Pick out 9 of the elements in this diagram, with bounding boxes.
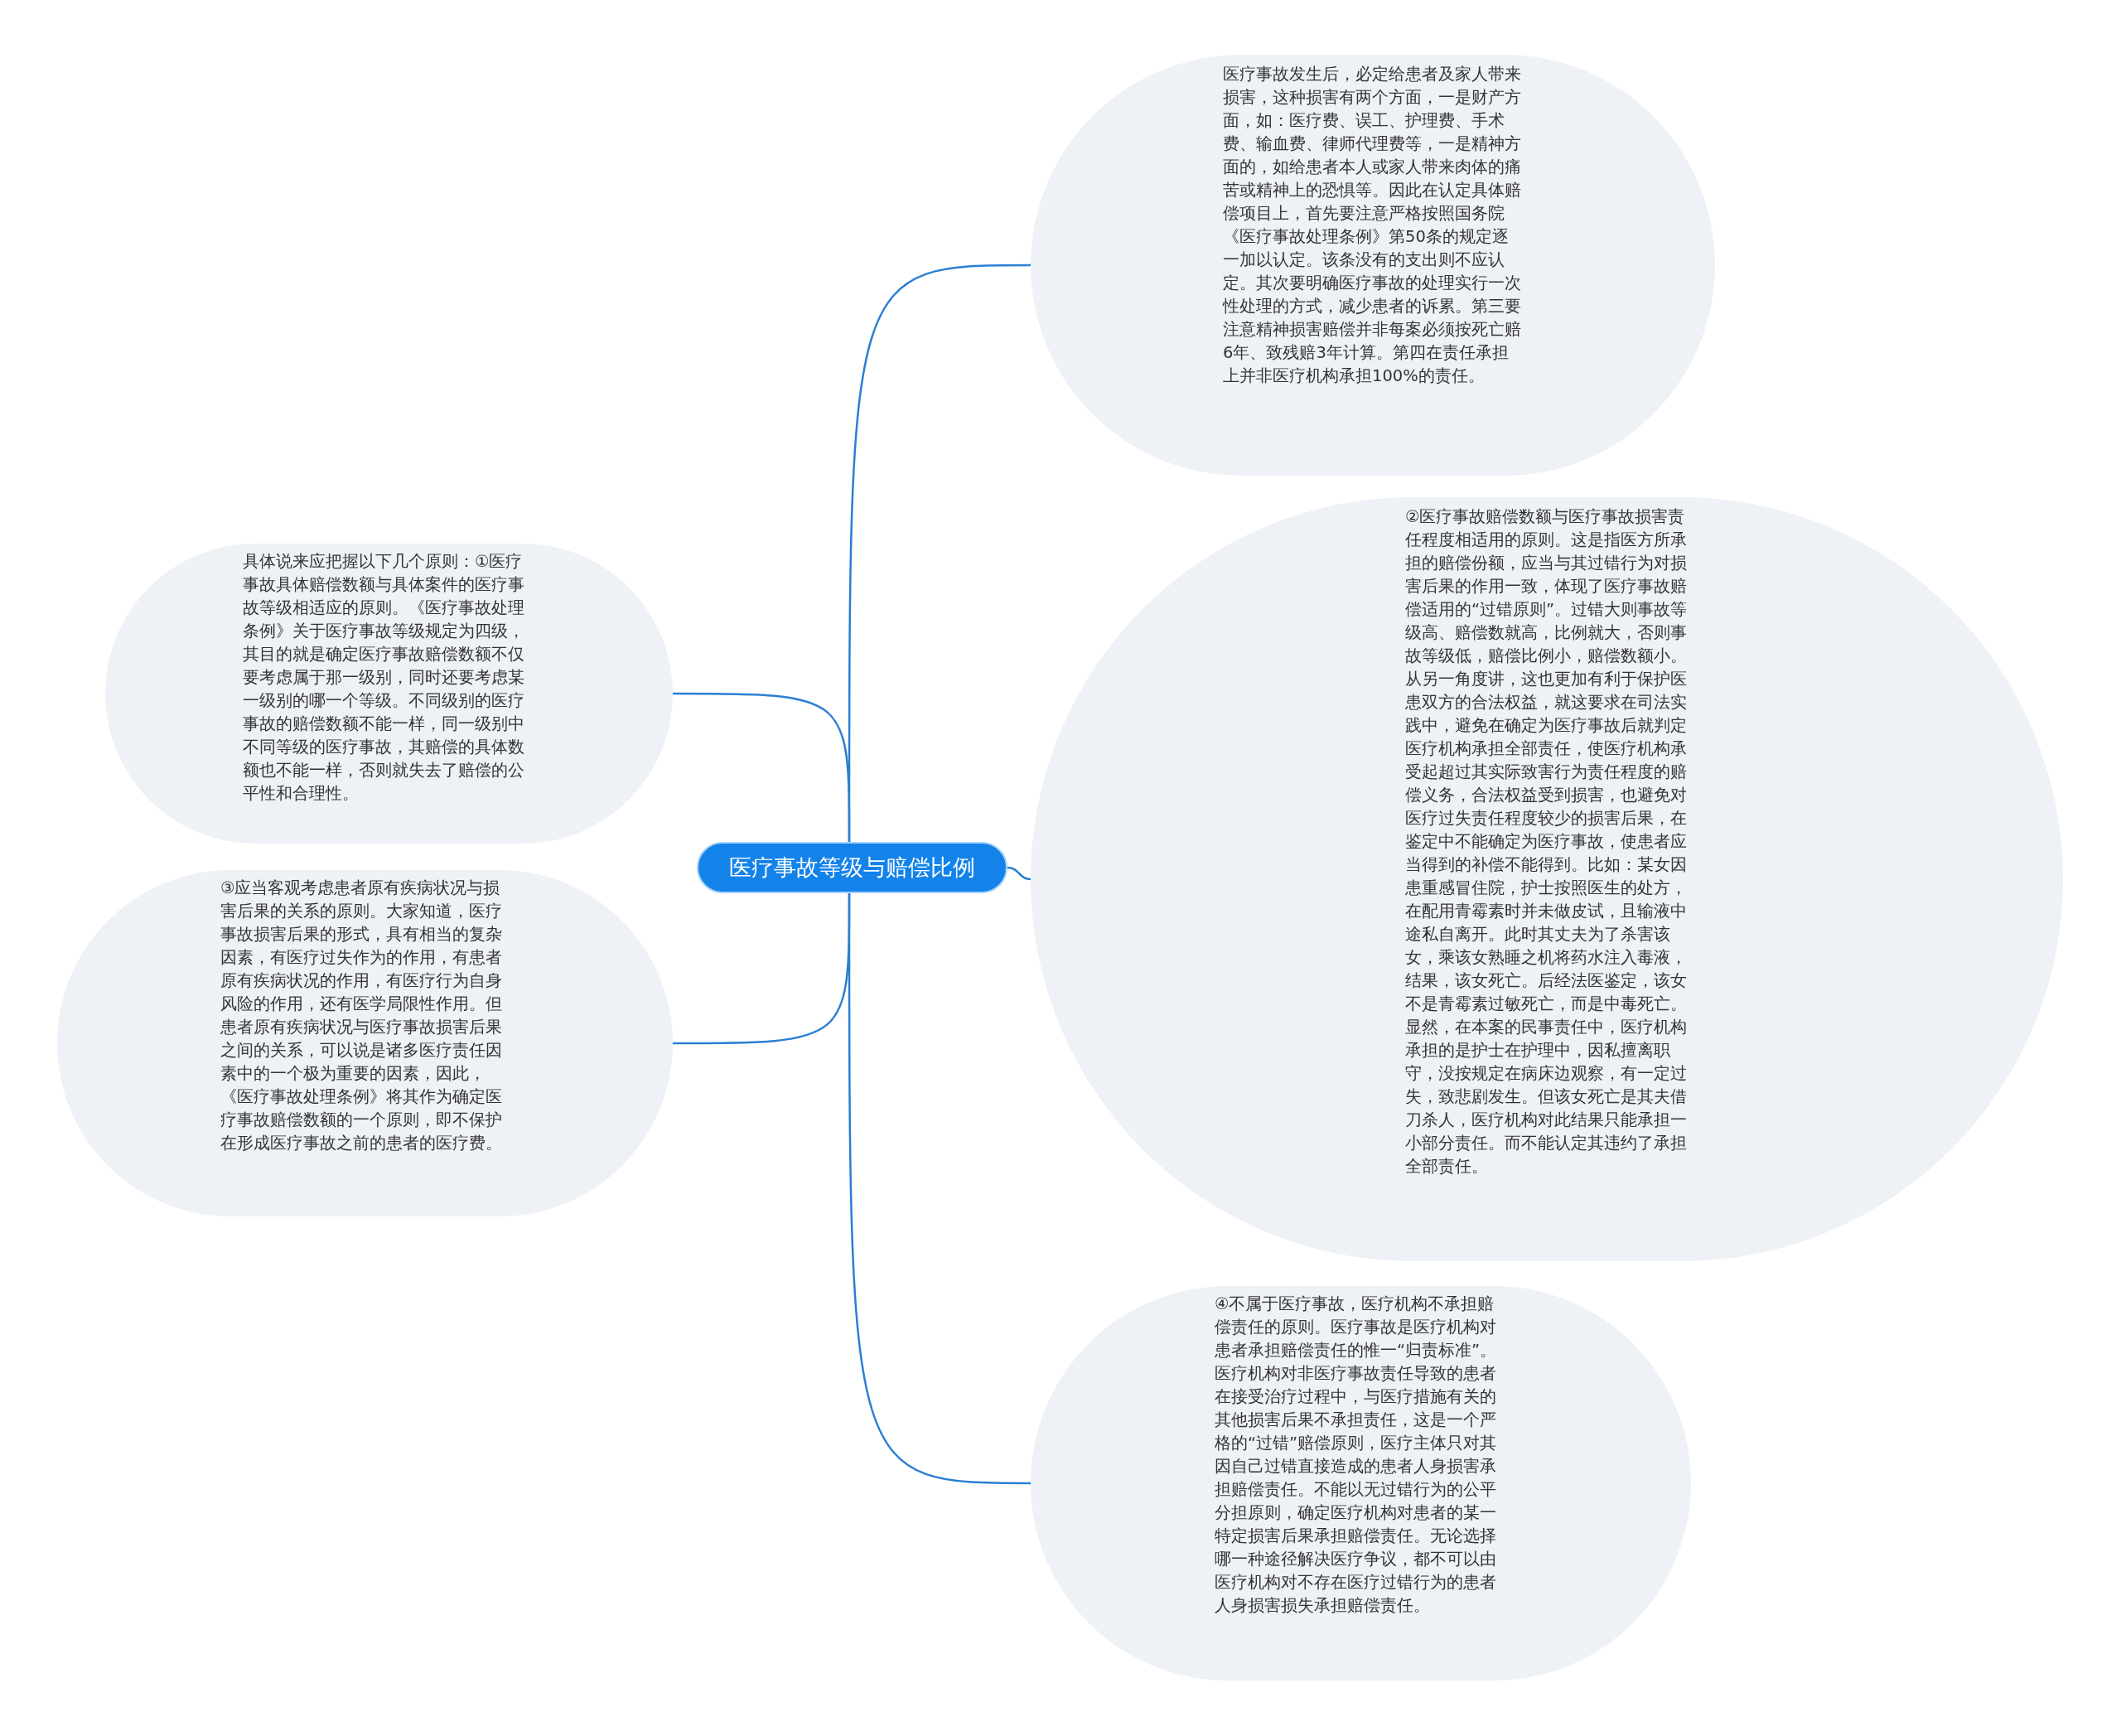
connector-curve — [673, 893, 851, 1045]
note-text: 具体说来应把握以下几个原则：①医疗事故具体赔偿数额与具体案件的医疗事故等级相适应的原则。《医疗事故处理条例》关于医疗事故等级规定为四级，其目的就是确定医疗事故赔偿数额不仅要考虑属于那一级别，同时还要考虑某一级别的哪一个等级。不同级别的医疗事故的赔偿数额不能一样，同一级别中不同等级的医疗事故，其赔偿的具体数额也不能一样，否则就失去了赔偿的公平性和合理性。 — [243, 551, 525, 805]
note-text: 医疗事故发生后，必定给患者及家人带来损害，这种损害有两个方面，一是财产方面，如：医疗费、误工、护理费、手术费、输血费、律师代理费等，一是精神方面的，如给患者本人或家人带来肉体的痛苦或精神上的恐惧等。因此在认定具体赔偿项目上，首先要注意严格按照国务院《医疗事故处理条例》第50条的规定逐一加以认定。该条没有的支出则不应认定。其次要明确医疗事故的处理实行一次性处理的方式，减少患者的诉累。第三要注意精神损害赔偿并非每案必须按死亡赔6年、致残赔3年计算。第四在责任承担上并非医疗机构承担100%的责任。 — [1223, 64, 1521, 387]
connector-curve — [1007, 866, 1032, 881]
note-text: ②医疗事故赔偿数额与医疗事故损害责任程度相适用的原则。这是指医方所承担的赔偿份额，应当与其过错行为对损害后果的作用一致，体现了医疗事故赔偿适用的“过错原则”。过错大则事故等级高、赔偿数就高，比例就大，否则事故等级低，赔偿比例小，赔偿数额小。从另一角度讲，这也更加有利于保护医患双方的合法权益，就这要求在司法实践中，避免在确定为医疗事故后就判定医疗机构承担全部责任，使医疗机构承受起超过其实际致害行为责任程度的赔偿义务，合法权益受到损害，也避免对医疗过失责任程度较少的损害后果，在鉴定中不能确定为医疗事故，使患者应当得到的补偿不能得到。比如：某女因患重感冒住院，护士按照医生的处方，在配用青霉素时并未做皮试，且输液中途私自离开。此时其丈夫为了杀害该女，乘该女熟睡之机将药水注入毒液，结果，该女死亡。后经法医鉴定，该女不是青霉素过敏死亡，而是中毒死亡。显然，在本案的民事责任中，医疗机构承担的是护士在护理中，因私擅离职守，没按规定在病床边观察，有一定过失，致悲剧发生。但该女死亡是其夫借刀杀人，医疗机构对此结果只能承担一小部分责任。而不能认定其违约了承担全部责任。 — [1405, 506, 1689, 1177]
connector-curve — [673, 692, 851, 842]
note-text: ③应当客观考虑患者原有疾病状况与损害后果的关系的原则。大家知道，医疗事故损害后果的形式，具有相当的复杂因素，有医疗过失作为的作用，有患者原有疾病状况的作用，有医疗行为自身风险的作用，还有医学局限性作用。但患者原有疾病状况与医疗事故损害后果之间的关系，可以说是诸多医疗责任因素中的一个极为重要的因素，因此，《医疗事故处理条例》将其作为确定医疗事故赔偿数额的一个原则，即不保护在形成医疗事故之前的患者的医疗费。 — [220, 878, 503, 1154]
topic-pill: 医疗事故等级与赔偿比例 — [697, 842, 1007, 893]
note-text: ④不属于医疗事故，医疗机构不承担赔偿责任的原则。医疗事故是医疗机构对患者承担赔偿责任的惟一“归责标准”。医疗机构对非医疗事故责任导致的患者在接受治疗过程中，与医疗措施有关的其他损害后果不承担责任，这是一个严格的“过错”赔偿原则，医疗主体只对其因自己过错直接造成的患者人身损害承担赔偿责任。不能以无过错行为的公平分担原则，确定医疗机构对患者的某一特定损害后果承担赔偿责任。无论选择哪一种途径解决医疗争议，都不可以由医疗机构对不存在医疗过错行为的患者人身损害损失承担赔偿责任。 — [1215, 1294, 1498, 1617]
